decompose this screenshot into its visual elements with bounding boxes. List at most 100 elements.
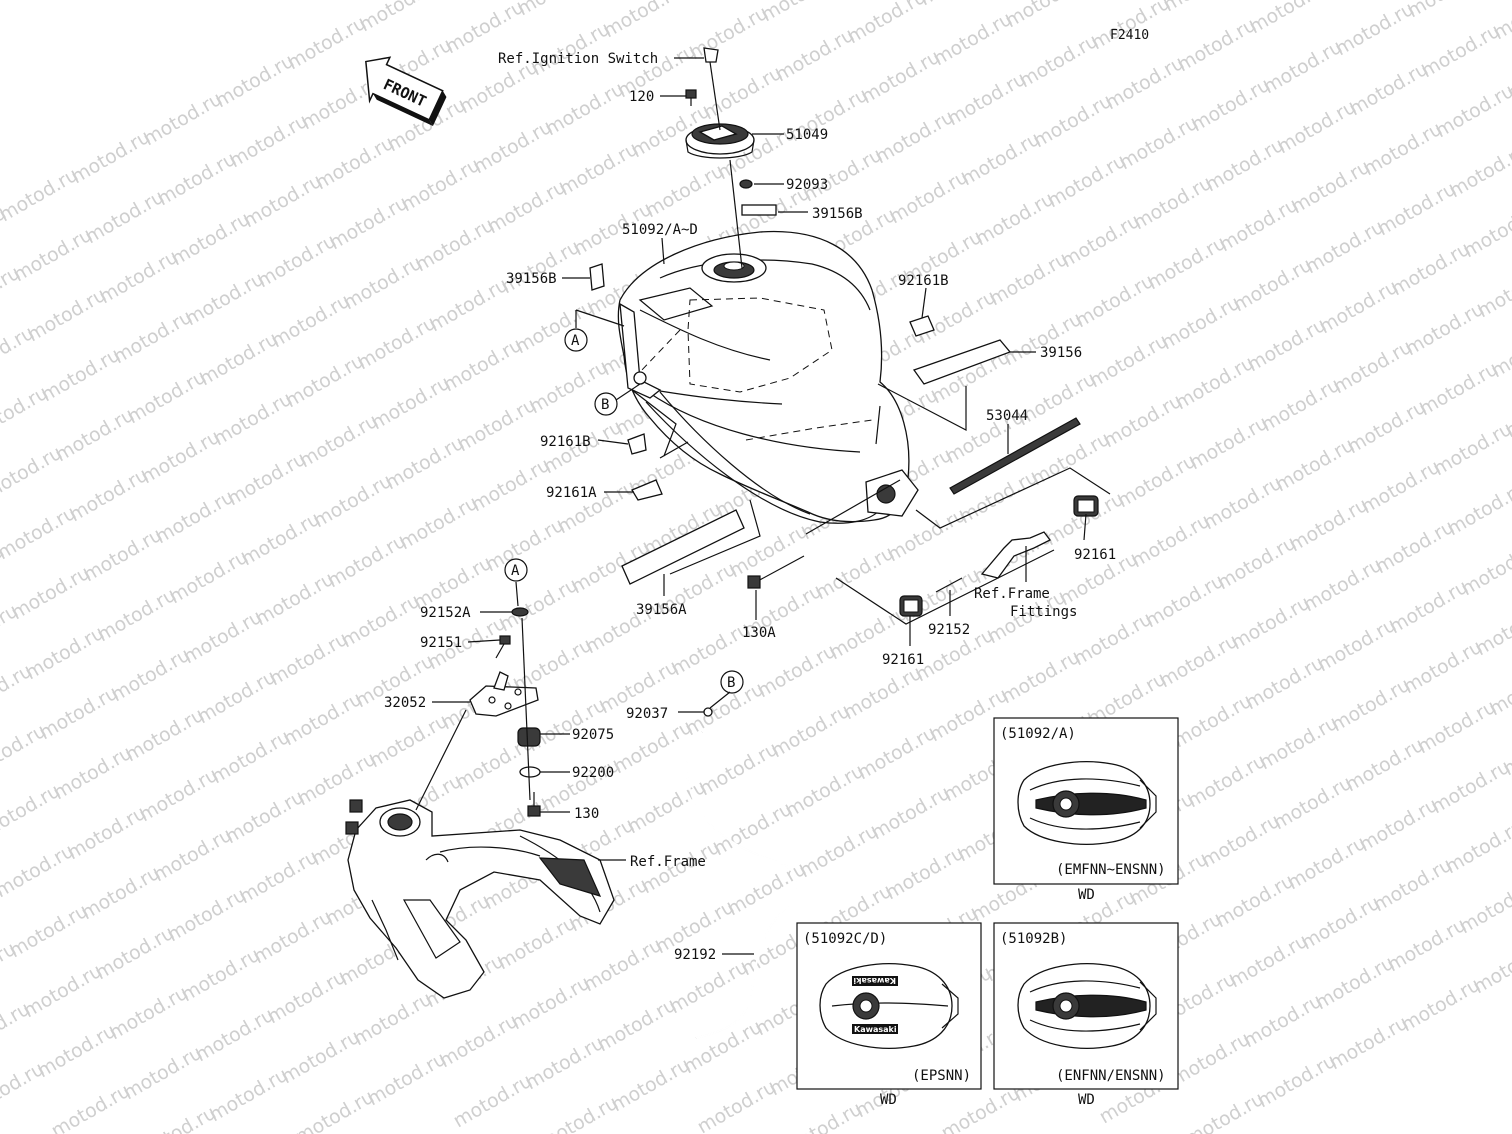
part-labels: Ref.Ignition Switch 120 51049 92093 3915… — [384, 51, 1116, 963]
watermark-text: motod.ru — [1404, 0, 1490, 22]
pin-92152 — [935, 577, 963, 593]
pad-92161b-left — [627, 433, 647, 455]
label-53044: 53044 — [986, 408, 1028, 424]
label-92161-right: 92161 — [1074, 547, 1116, 563]
watermark-text: motod.ru — [442, 0, 528, 58]
projection-lines — [631, 383, 1111, 625]
label-92200: 92200 — [572, 765, 614, 781]
watermark-text: motod.ru — [1470, 936, 1512, 999]
damper-92161-bottom — [899, 595, 923, 617]
label-ref-frame-fittings-1: Ref.Frame — [974, 586, 1050, 602]
callout-b-top: B — [594, 392, 618, 416]
grommet-92075 — [517, 727, 541, 747]
callout-b-letter: B — [727, 675, 735, 691]
fuel-tank — [617, 230, 919, 524]
watermark-text: motod.ru — [1460, 200, 1512, 263]
variant-code: (EMFNN~ENSNN) — [1056, 862, 1166, 878]
callout-a-bottom: A — [504, 558, 528, 582]
screw-92151 — [495, 635, 511, 659]
figure-code: F2410 — [1110, 28, 1149, 43]
watermark-text: motod.ru — [1160, 0, 1246, 16]
watermark-text: motod.ru — [1432, 80, 1512, 143]
label-92161a: 92161A — [546, 485, 597, 501]
label-92093: 92093 — [786, 177, 828, 193]
bracket-frame-fittings — [980, 531, 1051, 579]
label-92152: 92152 — [928, 622, 970, 638]
callout-a-letter: A — [511, 563, 520, 579]
watermark-text: motod.ru — [1456, 876, 1512, 939]
washer-92152a — [511, 607, 529, 617]
bolt-130a — [747, 555, 805, 589]
variant-title: (51092B) — [1000, 931, 1067, 947]
watermark-text: motod.ru — [600, 0, 686, 42]
frame — [345, 799, 615, 999]
brand-top: Kawasaki — [853, 976, 896, 985]
variant-footer: WD — [1078, 1092, 1095, 1108]
label-ref-frame: Ref.Frame — [630, 854, 706, 870]
leader-lines — [432, 57, 1087, 955]
label-92075: 92075 — [572, 727, 614, 743]
watermark-text: motod.ru — [514, 0, 600, 20]
variant-box-51092cd: (51092C/D) Kawasaki Kawasaki (EPSNN) — [796, 922, 982, 1090]
brand-bottom: Kawasaki — [854, 1025, 897, 1034]
watermark-text: motod.ru — [1246, 0, 1332, 38]
washer-92200 — [519, 766, 541, 778]
watermark-text: motod.ru — [1446, 140, 1512, 203]
label-92151: 92151 — [420, 635, 462, 651]
front-arrow-icon: FRONT — [365, 56, 447, 126]
label-51049: 51049 — [786, 127, 828, 143]
variant-title: (51092/A) — [1000, 726, 1076, 742]
label-92161-bottom: 92161 — [882, 652, 924, 668]
label-32052: 32052 — [384, 695, 426, 711]
variant-title: (51092C/D) — [803, 931, 887, 947]
watermark-text: motod.ru — [844, 0, 930, 48]
variant-code: (EPSNN) — [912, 1068, 971, 1084]
watermark-text: motod.ru — [1442, 816, 1512, 879]
fuel-cap-assembly — [685, 47, 777, 269]
watermark-text: motod.ru — [758, 0, 844, 26]
label-39156a: 39156A — [636, 602, 687, 618]
label-92037: 92037 — [626, 706, 668, 722]
variant-code: (ENFNN/ENSNN) — [1056, 1068, 1166, 1084]
label-ref-ignition: Ref.Ignition Switch — [498, 51, 658, 67]
label-92161b-right: 92161B — [898, 273, 949, 289]
watermark-text: motod.ru — [916, 0, 1002, 10]
variant-box-51092a: (51092/A) (EMFNN~ENSNN) — [993, 717, 1179, 885]
label-130a: 130A — [742, 625, 776, 641]
watermark-text: motod.ru — [672, 0, 758, 4]
label-92161b-left: 92161B — [540, 434, 591, 450]
label-120: 120 — [629, 89, 654, 105]
callout-a-letter: A — [571, 333, 580, 349]
callout-a-top: A — [564, 328, 588, 352]
watermark-text: motod.ru — [1430, 418, 1512, 481]
watermark-text: motod.ru — [1002, 0, 1088, 32]
label-51092: 51092/A~D — [622, 222, 698, 238]
label-92152a: 92152A — [420, 605, 471, 621]
label-39156b-left: 39156B — [506, 271, 557, 287]
watermark-text: motod.ru — [1428, 756, 1512, 819]
bolt-130 — [527, 792, 541, 817]
bracket-32052 — [469, 671, 539, 717]
label-39156b-top: 39156B — [812, 206, 863, 222]
pad-92161a — [631, 479, 663, 501]
pad-39156b-left — [589, 263, 605, 291]
watermark-text: motod.ru — [356, 0, 442, 36]
label-130: 130 — [574, 806, 599, 822]
variant-footer: WD — [880, 1092, 897, 1108]
watermark-text: motod.ru — [1444, 478, 1512, 541]
callout-b-letter: B — [601, 397, 609, 413]
label-39156: 39156 — [1040, 345, 1082, 361]
variant-footer: WD — [1078, 887, 1095, 903]
label-92192: 92192 — [674, 947, 716, 963]
label-ref-frame-fittings-2: Fittings — [1010, 604, 1077, 620]
watermark-text: motod.ru — [1458, 538, 1512, 601]
callout-b-bottom: B — [720, 670, 744, 694]
tank-top-view — [1017, 761, 1157, 845]
breather-hose-92192 — [685, 731, 799, 1039]
tank-top-view: Kawasaki Kawasaki — [819, 963, 959, 1049]
tank-top-view — [1017, 963, 1157, 1049]
variant-box-51092b: (51092B) (ENFNN/ENSNN) — [993, 922, 1179, 1090]
watermark-text: motod.ru — [1332, 0, 1418, 60]
axis-line — [521, 617, 531, 801]
